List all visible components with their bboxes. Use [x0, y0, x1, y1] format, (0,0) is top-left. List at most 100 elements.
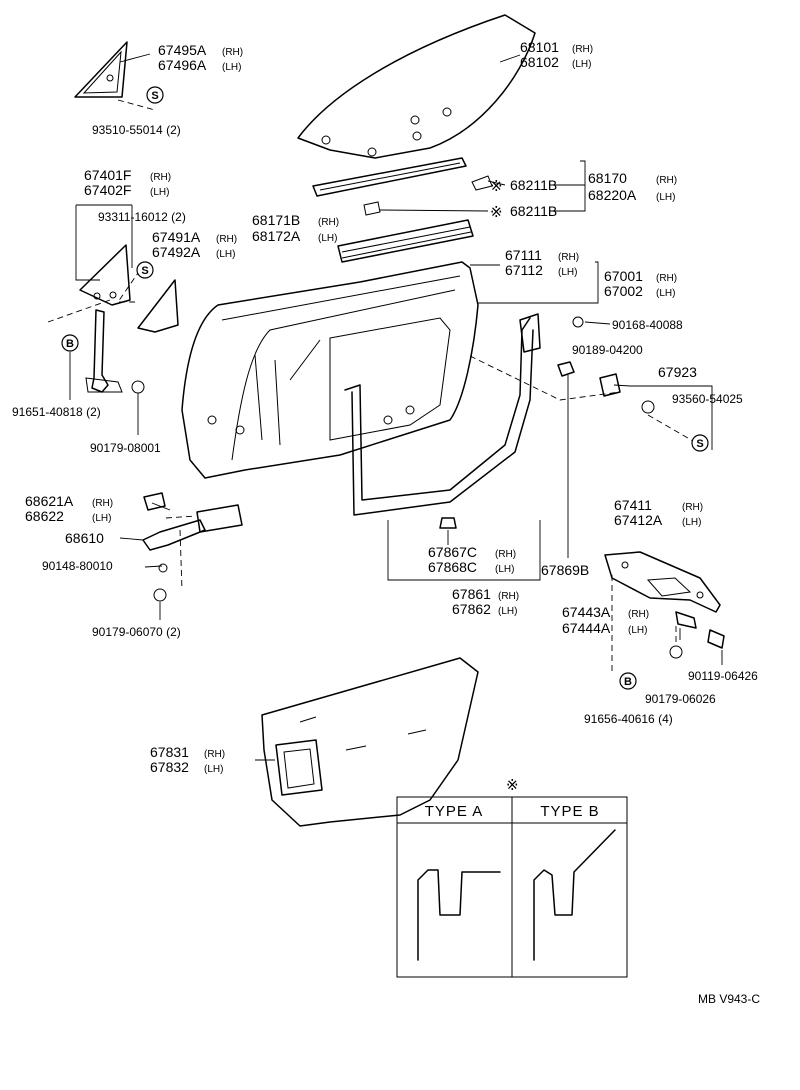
- svg-text:(RH): (RH): [656, 175, 677, 186]
- symbol-b-1: B: [61, 334, 79, 352]
- svg-text:B: B: [66, 338, 74, 350]
- svg-text:(RH): (RH): [92, 498, 113, 509]
- label-67868C: 67868C: [428, 559, 477, 575]
- label-67491A: 67491A: [152, 229, 201, 245]
- label-67112: 67112: [505, 262, 543, 278]
- label-67832: 67832: [150, 759, 189, 775]
- svg-text:(RH): (RH): [216, 234, 237, 245]
- door-hinge-part: [604, 551, 721, 613]
- hardware-parts: [131, 313, 725, 659]
- svg-text:(RH): (RH): [495, 549, 516, 560]
- label-93510: 93510-55014 (2): [92, 123, 181, 137]
- label-90119: 90119-06426: [688, 669, 758, 683]
- inner-weatherstrip-part: [337, 201, 474, 263]
- label-68211B-2: 68211B: [510, 203, 557, 219]
- svg-text:S: S: [151, 90, 158, 102]
- svg-text:(LH): (LH): [204, 764, 223, 775]
- label-67401F: 67401F: [84, 167, 131, 183]
- svg-text:S: S: [141, 265, 148, 277]
- label-67402F: 67402F: [84, 182, 131, 198]
- label-67411: 67411: [614, 497, 652, 513]
- door-frame-part: [79, 244, 131, 393]
- dashed-lines: [47, 99, 701, 672]
- symbol-s-1: S: [146, 86, 164, 104]
- svg-text:(LH): (LH): [495, 564, 514, 575]
- label-68211B-1: 68211B: [510, 177, 557, 193]
- svg-text:(LH): (LH): [572, 59, 591, 70]
- svg-text:(LH): (LH): [682, 517, 701, 528]
- corner-cover-part: [137, 279, 179, 333]
- svg-text:(RH): (RH): [628, 609, 649, 620]
- label-68220A: 68220A: [588, 187, 637, 203]
- svg-text:(RH): (RH): [222, 47, 243, 58]
- symbol-s-3: S: [691, 434, 709, 452]
- svg-text:(LH): (LH): [656, 192, 675, 203]
- svg-text:(RH): (RH): [572, 44, 593, 55]
- label-68101: 68101: [520, 39, 559, 55]
- window-regulator-part: [142, 492, 243, 573]
- leader-lines: [69, 53, 723, 761]
- label-68171B: 68171B: [252, 212, 300, 228]
- door-weatherstrip-part: [344, 317, 534, 516]
- label-93311: 93311-16012 (2): [98, 210, 186, 224]
- label-67495A: 67495A: [158, 42, 207, 58]
- type-b-wire: [533, 829, 616, 961]
- door-trim-panel-part: [261, 657, 479, 827]
- label-68622: 68622: [25, 508, 64, 524]
- type-a-wire: [417, 869, 501, 961]
- type-box-note-mark: ※: [506, 776, 519, 794]
- svg-text:(RH): (RH): [318, 217, 339, 228]
- label-67001: 67001: [604, 268, 643, 284]
- diagram-reference: MB V943-C: [698, 992, 760, 1006]
- label-67111: 67111: [505, 247, 542, 263]
- label-91651: 91651-40818 (2): [12, 405, 101, 419]
- label-67861: 67861: [452, 586, 491, 602]
- svg-text:※: ※: [490, 177, 503, 195]
- svg-text:(LH): (LH): [318, 233, 337, 244]
- svg-text:(LH): (LH): [92, 513, 111, 524]
- label-68102: 68102: [520, 54, 559, 70]
- label-68170: 68170: [588, 170, 627, 186]
- svg-text:(RH): (RH): [656, 273, 677, 284]
- svg-text:※: ※: [490, 203, 503, 221]
- corner-glass-part: [74, 41, 128, 98]
- label-90148: 90148-80010: [42, 559, 113, 573]
- svg-text:(RH): (RH): [558, 252, 579, 263]
- label-67496A: 67496A: [158, 57, 207, 73]
- label-67867C: 67867C: [428, 544, 477, 560]
- svg-text:(LH): (LH): [222, 62, 241, 73]
- door-glass-part: [297, 14, 536, 159]
- label-68610: 68610: [65, 530, 104, 546]
- outer-weatherstrip-part: [312, 157, 493, 197]
- svg-text:(LH): (LH): [216, 249, 235, 260]
- label-67831: 67831: [150, 744, 189, 760]
- type-a-title: TYPE A: [425, 803, 484, 820]
- label-67492A: 67492A: [152, 244, 201, 260]
- svg-text:(LH): (LH): [628, 625, 647, 636]
- svg-text:(LH): (LH): [498, 606, 517, 617]
- label-67002: 67002: [604, 283, 643, 299]
- svg-text:(RH): (RH): [150, 172, 171, 183]
- svg-text:(LH): (LH): [150, 187, 169, 198]
- symbol-s-2: S: [136, 261, 154, 279]
- label-90179-06070: 90179-06070 (2): [92, 625, 181, 639]
- label-90179-06026: 90179-06026: [645, 692, 716, 706]
- svg-text:S: S: [696, 438, 703, 450]
- svg-text:(RH): (RH): [204, 749, 225, 760]
- label-67862: 67862: [452, 601, 491, 617]
- svg-text:B: B: [624, 676, 632, 688]
- label-93560: 93560-54025: [672, 392, 743, 406]
- label-68172A: 68172A: [252, 228, 301, 244]
- door-panel-part: [181, 261, 479, 479]
- symbol-b-2: B: [619, 672, 637, 690]
- label-90179-08001: 90179-08001: [90, 441, 161, 455]
- svg-text:(RH): (RH): [682, 502, 703, 513]
- type-b-title: TYPE B: [540, 803, 599, 820]
- label-67443A: 67443A: [562, 604, 611, 620]
- svg-text:(LH): (LH): [656, 288, 675, 299]
- label-67444A: 67444A: [562, 620, 611, 636]
- label-67923: 67923: [658, 364, 697, 380]
- type-box: [396, 796, 628, 978]
- svg-text:(LH): (LH): [558, 267, 577, 278]
